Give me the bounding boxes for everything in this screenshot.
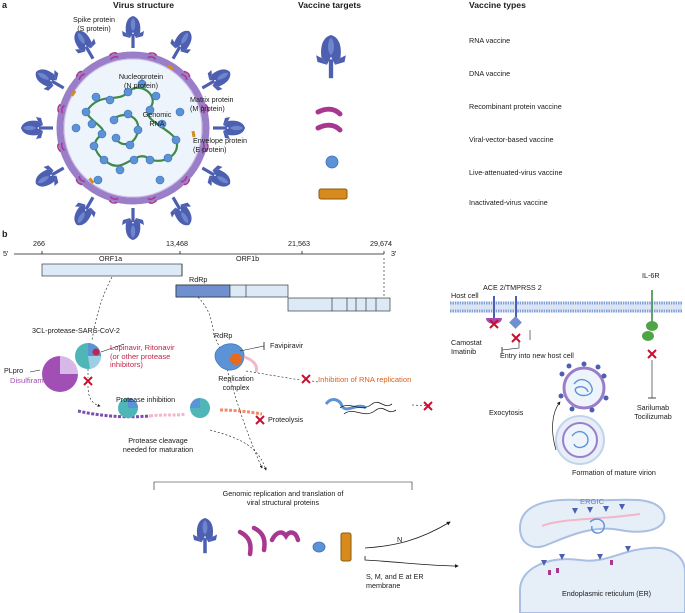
n-arrow-label: N bbox=[397, 535, 403, 544]
vaccine-type-inactivated: Inactivated-virus vaccine bbox=[469, 198, 548, 207]
mature-virion bbox=[558, 361, 609, 413]
label-spike-protein: Spike protein (S protein) bbox=[54, 15, 134, 33]
camostat-label: Camostat Imatinib bbox=[451, 338, 482, 356]
vaccine-type-viral-vector: Viral-vector-based vaccine bbox=[469, 135, 554, 144]
five-prime-label: 5' bbox=[3, 249, 9, 258]
spike-protein-text: Spike protein (S protein) bbox=[73, 15, 115, 33]
target-matrix-icon bbox=[315, 106, 343, 133]
genome-position-13468: 13,468 bbox=[166, 239, 188, 248]
header-vaccine-types: Vaccine types bbox=[469, 0, 526, 10]
three-prime-label: 3' bbox=[391, 249, 397, 258]
genome-position-266: 266 bbox=[33, 239, 45, 248]
favipiravir-label: Favipiravir bbox=[270, 341, 304, 350]
host-cell-label: Host cell bbox=[451, 291, 479, 300]
er-structure bbox=[519, 546, 685, 613]
er-label: Endoplasmic reticulum (ER) bbox=[562, 589, 652, 598]
protease-inhibition-label: Protease inhibition bbox=[116, 395, 176, 404]
vaccine-type-recombinant: Recombinant protein vaccine bbox=[469, 102, 562, 111]
3cl-protease-illustration bbox=[75, 343, 102, 369]
mature-virion-label: Formation of mature virion bbox=[572, 468, 656, 477]
orf1a-label: ORF1a bbox=[99, 254, 123, 263]
genome-position-29674: 29,674 bbox=[370, 239, 392, 248]
host-cell-membrane bbox=[450, 301, 682, 313]
replication-complex-illustration bbox=[214, 343, 258, 373]
il6r-label: IL-6R bbox=[642, 271, 660, 280]
row-matrix-icon bbox=[237, 525, 267, 557]
label-matrix-protein: Matrix protein (M protein) bbox=[190, 95, 234, 113]
entry-label: Entry into new host cell bbox=[500, 351, 574, 360]
polyprotein-chain bbox=[77, 398, 263, 419]
structural-proteins-row bbox=[192, 518, 352, 562]
envelope-proteins bbox=[70, 64, 196, 184]
structural-genes-box bbox=[287, 297, 391, 312]
rdrp-segment bbox=[175, 284, 231, 298]
label-genomic-rna: Genomic RNA bbox=[142, 110, 172, 128]
panel-b-label: b bbox=[2, 229, 8, 239]
proteolysis-label: Proteolysis bbox=[268, 415, 304, 424]
transport-vesicle bbox=[555, 415, 605, 465]
rna-replication-x-icon bbox=[301, 374, 311, 384]
ergic-structure bbox=[518, 498, 666, 548]
sme-label: S, M, and E at ER membrane bbox=[366, 572, 424, 590]
il6r-receptor bbox=[642, 290, 658, 341]
disulfiram-label: Disulfiram bbox=[10, 376, 44, 385]
rdrp-genome-label: RdRp bbox=[189, 275, 208, 284]
protease-label: 3CL-protease-SARS-CoV-2 bbox=[32, 326, 120, 335]
header-vaccine-targets: Vaccine targets bbox=[298, 0, 362, 10]
target-spike-icon bbox=[316, 35, 346, 79]
rdrp-complex-label: RdRp bbox=[214, 331, 233, 340]
virus-illustration bbox=[21, 16, 245, 240]
replication-complex-label: Replication complex bbox=[218, 374, 254, 392]
rna-x-icon bbox=[423, 401, 433, 411]
genomic-box-label: Genomic replication and translation of v… bbox=[222, 489, 344, 507]
orf1b-label: ORF1b bbox=[236, 254, 260, 263]
row-envelope-icon bbox=[340, 532, 352, 562]
vaccine-type-rna: RNA vaccine bbox=[469, 36, 511, 45]
genomic-replication-bracket bbox=[153, 481, 413, 490]
genome-position-21563: 21,563 bbox=[288, 239, 310, 248]
vaccine-type-dna: DNA vaccine bbox=[469, 69, 511, 78]
panel-a-label: a bbox=[2, 0, 8, 10]
row-spike-icon bbox=[192, 518, 218, 554]
plpro-label: PLpro bbox=[4, 366, 24, 375]
vaccine-type-live-attenuated: Live-attenuated-virus vaccine bbox=[469, 168, 563, 177]
exocytosis-label: Exocytosis bbox=[489, 408, 524, 417]
header-virus-structure: Virus structure bbox=[113, 0, 174, 10]
nucleoproteins bbox=[71, 79, 185, 185]
plpro-illustration bbox=[29, 356, 78, 392]
inhibition-rna-label: Inhibition of RNA replication bbox=[318, 375, 412, 384]
ace2-label: ACE 2/TMPRSS 2 bbox=[483, 283, 542, 292]
ergic-label: ERGIC bbox=[580, 497, 605, 506]
target-envelope-icon bbox=[318, 188, 348, 200]
lopinavir-label: Lopinavir, Ritonavir (or other protease … bbox=[110, 343, 175, 370]
il6r-x-icon bbox=[647, 349, 657, 359]
sarilumab-label: Sarilumab Tocilizumab bbox=[634, 403, 672, 421]
vaccine-target-icons bbox=[315, 35, 348, 200]
protease-inhibition-x-icon bbox=[83, 376, 93, 386]
orf1a-box bbox=[41, 263, 183, 277]
cleavage-label: Protease cleavage needed for maturation bbox=[122, 436, 194, 454]
row-nucleoprotein-icon bbox=[312, 541, 326, 553]
genome-map bbox=[14, 251, 391, 312]
tmprss2-x-icon bbox=[511, 333, 521, 343]
target-nucleoprotein-icon bbox=[325, 155, 339, 169]
label-envelope-protein: Envelope protein (E protein) bbox=[193, 136, 247, 154]
label-nucleoprotein: Nucleoprotein (N protein) bbox=[118, 72, 164, 90]
proteolysis-x-icon bbox=[255, 415, 265, 425]
rna-replication-illustration bbox=[324, 398, 397, 415]
